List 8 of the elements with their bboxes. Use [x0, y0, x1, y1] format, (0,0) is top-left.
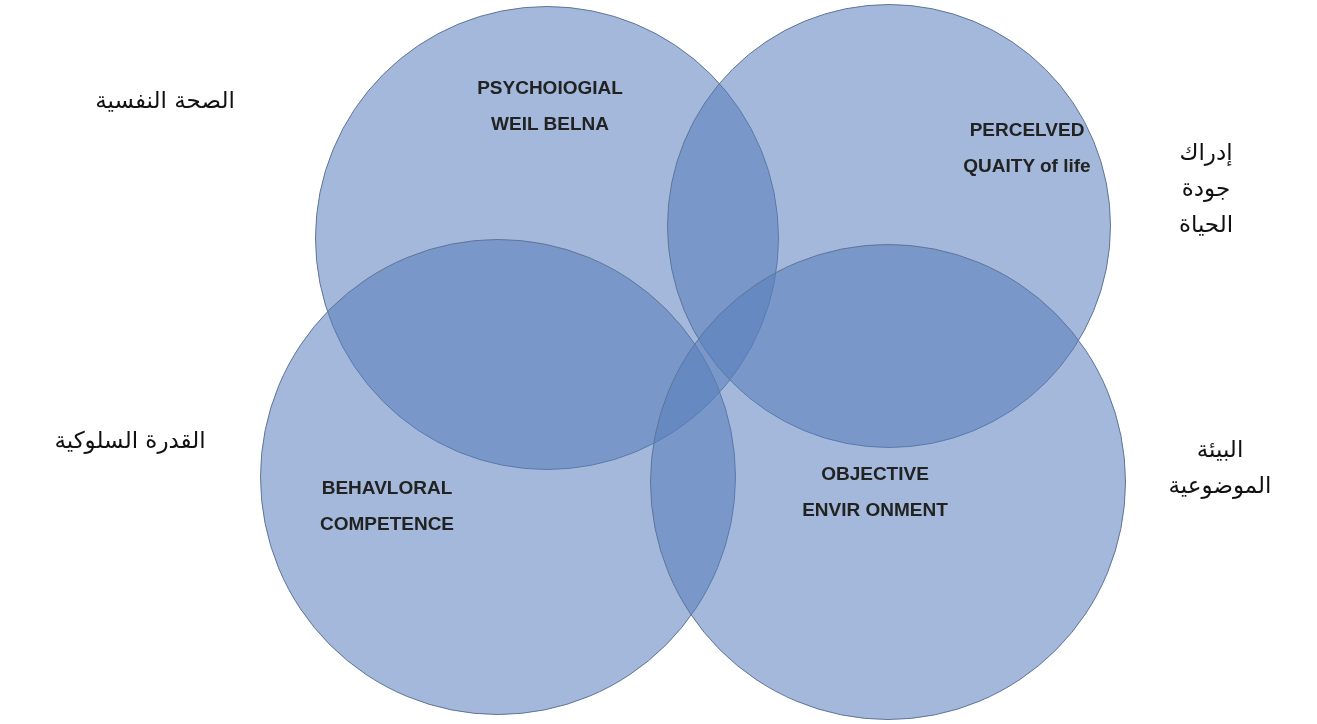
arabic-label: القدرة السلوكية [53, 426, 207, 456]
arabic-label: إدراك جودة الحياة [1177, 138, 1235, 239]
circle-label: PSYCHOIOGIAL WEIL BELNA [476, 76, 624, 136]
circle-label: PERCELVED QUAITY of life [962, 118, 1092, 178]
arabic-label: الصحة النفسية [94, 86, 236, 115]
circle-label: OBJECTIVE ENVIR ONMENT [801, 462, 949, 522]
circle-label: BEHAVLORAL COMPETENCE [318, 476, 456, 536]
arabic-label: البيئة الموضوعية [1167, 435, 1273, 501]
